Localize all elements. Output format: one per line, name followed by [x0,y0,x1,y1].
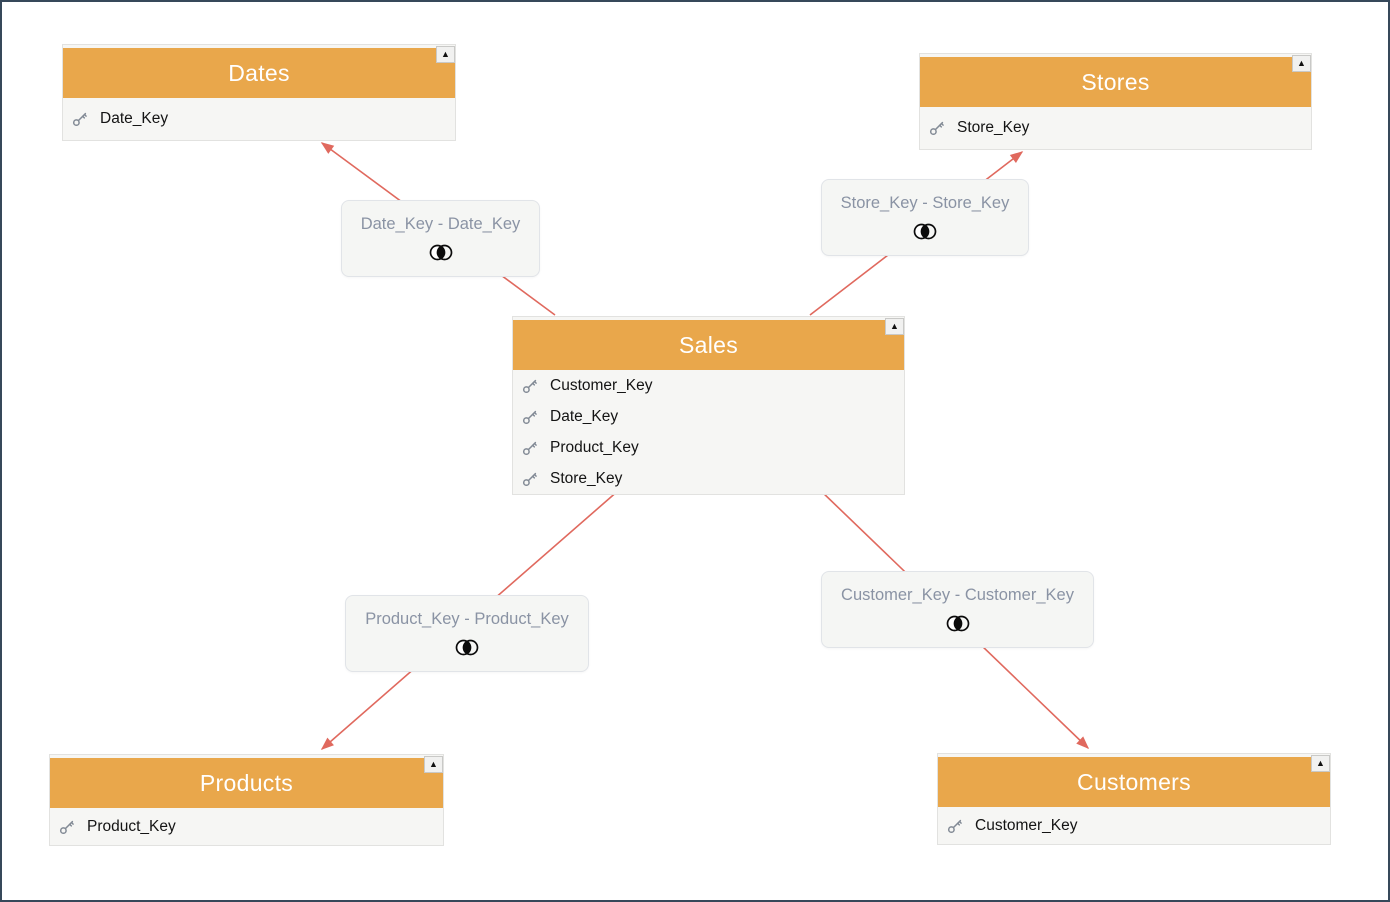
key-icon [522,471,538,487]
collapse-button[interactable]: ▲ [1292,55,1311,72]
field-name: Customer_Key [550,376,653,394]
relationship-card-store-key[interactable]: Store_Key - Store_Key [821,179,1029,256]
triangle-up-icon: ▲ [1297,58,1306,68]
inner-join-icon [911,222,939,241]
field-name: Date_Key [100,110,169,127]
field-row-date-key[interactable]: Date_Key [513,401,904,432]
table-products[interactable]: Products ▲ Product_Key [49,754,444,846]
field-row-product-key[interactable]: Product_Key [50,808,443,845]
field-name: Date_Key [550,407,619,425]
field-name: Product_Key [87,817,176,835]
table-dates[interactable]: Dates ▲ Date_Key [62,44,456,141]
field-name: Store_Key [550,469,623,487]
key-icon [947,818,963,834]
table-dates-header[interactable]: Dates [63,48,455,98]
field-row-store-key[interactable]: Store_Key [920,107,1311,149]
table-products-header[interactable]: Products [50,758,443,808]
table-stores[interactable]: Stores ▲ Store_Key [919,53,1312,150]
triangle-up-icon: ▲ [890,321,899,331]
relationship-card-customer-key[interactable]: Customer_Key - Customer_Key [821,571,1094,648]
relationship-card-product-key[interactable]: Product_Key - Product_Key [345,595,589,672]
inner-join-icon [453,638,481,657]
inner-join-icon [427,243,455,262]
table-title: Sales [678,331,739,358]
inner-join-icon [944,614,972,633]
relationship-card-date-key[interactable]: Date_Key - Date_Key [341,200,540,277]
table-customers-header[interactable]: Customers [938,757,1330,807]
triangle-up-icon: ▲ [1316,758,1325,768]
key-icon [522,378,538,394]
field-row-customer-key[interactable]: Customer_Key [938,807,1330,844]
relationship-label: Product_Key - Product_Key [365,610,569,628]
triangle-up-icon: ▲ [441,49,450,59]
table-title: Products [199,769,294,796]
field-name: Store_Key [957,119,1030,136]
triangle-up-icon: ▲ [429,759,438,769]
table-sales-header[interactable]: Sales [513,320,904,370]
table-stores-header[interactable]: Stores [920,57,1311,107]
table-sales[interactable]: Sales ▲ Customer_Key Date_Key Product_Ke… [512,316,905,495]
collapse-button[interactable]: ▲ [1311,755,1330,772]
table-title: Customers [1077,768,1191,795]
key-icon [72,111,88,127]
relationship-label: Date_Key - Date_Key [360,215,521,233]
key-icon [522,409,538,425]
table-title: Stores [1081,68,1150,95]
relationship-label: Store_Key - Store_Key [840,194,1010,212]
key-icon [929,120,945,136]
field-row-customer-key[interactable]: Customer_Key [513,370,904,401]
field-row-date-key[interactable]: Date_Key [63,98,455,140]
field-row-product-key[interactable]: Product_Key [513,432,904,463]
collapse-button[interactable]: ▲ [436,46,455,63]
field-name: Product_Key [550,438,639,456]
collapse-button[interactable]: ▲ [424,756,443,773]
collapse-button[interactable]: ▲ [885,318,904,335]
key-icon [59,819,75,835]
field-row-store-key[interactable]: Store_Key [513,463,904,494]
relationship-label: Customer_Key - Customer_Key [841,586,1074,604]
table-customers[interactable]: Customers ▲ Customer_Key [937,753,1331,845]
key-icon [522,440,538,456]
field-name: Customer_Key [975,816,1078,834]
table-title: Dates [228,59,290,86]
